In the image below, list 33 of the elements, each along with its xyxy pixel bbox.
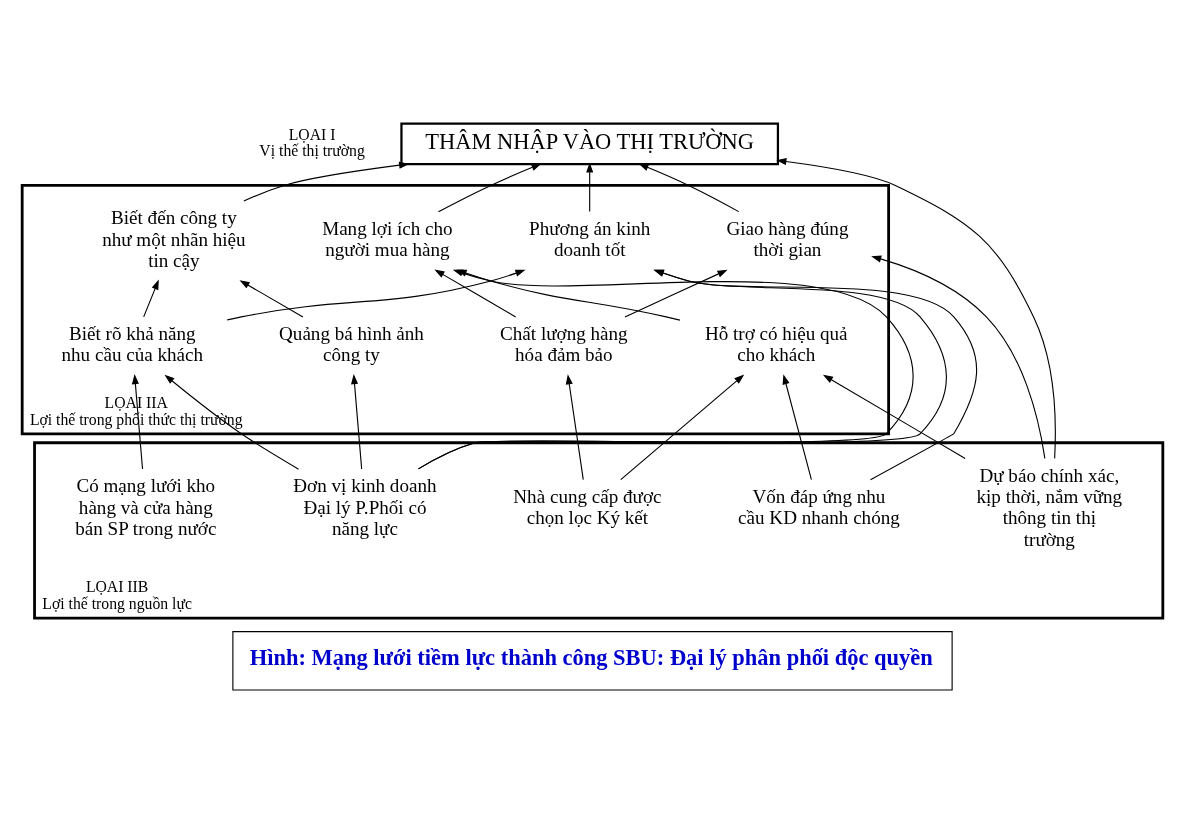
node-text: Dự báo chính xác, kịp thời, nắm vững thông tin thị trường — [976, 464, 1123, 550]
arrow — [586, 161, 594, 212]
arrow — [776, 157, 1056, 459]
caption: Hình: Mạng lưới tiềm lực thành công SBU: Đại lý phân phối độc quyền — [249, 644, 933, 670]
node-text: Biết đến công ty như một nhãn hiệu tin cậy — [102, 206, 246, 271]
arrow — [243, 161, 410, 202]
arrow — [822, 374, 966, 459]
arrow — [620, 374, 745, 480]
arrow — [782, 373, 812, 480]
arrow — [565, 373, 584, 480]
node-box: THÂM NHẬP VÀO THỊ TRƯỜNG — [400, 122, 780, 165]
arrow — [624, 269, 728, 317]
arrow — [143, 278, 159, 317]
arrow — [164, 374, 300, 470]
arrow — [871, 255, 1046, 459]
arrow — [653, 269, 978, 480]
arrow — [239, 279, 304, 317]
node-text: Đơn vị kinh doanh Đại lý P.Phối có năng lực — [293, 474, 437, 539]
node-text: Chất lượng hàng hóa đảm bảo — [500, 322, 628, 365]
node-text: Vốn đáp ứng nhu cầu KD nhanh chóng — [738, 485, 900, 528]
node-text: Nhà cung cấp được chọn lọc Ký kết — [513, 485, 662, 528]
node-text: Mang lợi ích cho người mua hàng — [322, 217, 453, 260]
arrow — [351, 373, 363, 470]
node-label: LỌAI I — [288, 125, 336, 143]
arrow — [131, 373, 144, 470]
node-text: Biết rõ khả năng nhu cầu của khách — [61, 322, 204, 365]
node-text: Phương án kinh doanh tốt — [529, 217, 651, 260]
node-text: Hỗ trợ có hiệu quả cho khách — [704, 322, 848, 365]
node-text: Giao hàng đúng thời gian — [726, 217, 849, 260]
node-text: Có mạng lưới kho hàng và cửa hàng bán SP trong nước — [75, 474, 217, 539]
arrow — [437, 163, 542, 212]
node-text: Quảng bá hình ảnh công ty — [279, 322, 424, 365]
arrow — [638, 163, 740, 212]
